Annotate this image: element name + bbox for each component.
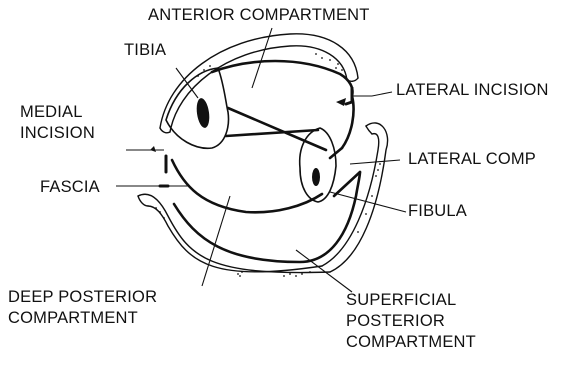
label-lateral-comp: LATERAL COMP	[408, 149, 536, 170]
incision-marks	[160, 88, 352, 186]
skin-outer-layer	[138, 34, 388, 273]
fascia-lines	[172, 61, 360, 262]
tibia-bone	[166, 68, 228, 148]
label-deep-posterior-compartment: DEEP POSTERIOR COMPARTMENT	[8, 287, 157, 329]
label-superficial-line1: SUPERFICIAL	[346, 290, 476, 311]
leader-lines	[116, 28, 406, 292]
label-lateral-incision: LATERAL INCISION	[396, 80, 549, 101]
label-fibula: FIBULA	[408, 201, 467, 222]
label-deep-posterior-line1: DEEP POSTERIOR	[8, 287, 157, 308]
label-anterior-compartment: ANTERIOR COMPARTMENT	[148, 5, 370, 26]
label-superficial-posterior-compartment: SUPERFICIAL POSTERIOR COMPARTMENT	[346, 290, 476, 353]
label-medial-incision-line1: MEDIAL	[20, 102, 95, 123]
label-superficial-line2: POSTERIOR	[346, 311, 476, 332]
label-medial-incision-line2: INCISION	[20, 123, 95, 144]
label-tibia: TIBIA	[124, 40, 166, 61]
label-fascia: FASCIA	[40, 177, 100, 198]
stipple-dots	[155, 53, 381, 277]
label-deep-posterior-line2: COMPARTMENT	[8, 308, 157, 329]
label-superficial-line3: COMPARTMENT	[346, 332, 476, 353]
label-medial-incision: MEDIAL INCISION	[20, 102, 95, 144]
fibula-bone	[300, 128, 336, 202]
